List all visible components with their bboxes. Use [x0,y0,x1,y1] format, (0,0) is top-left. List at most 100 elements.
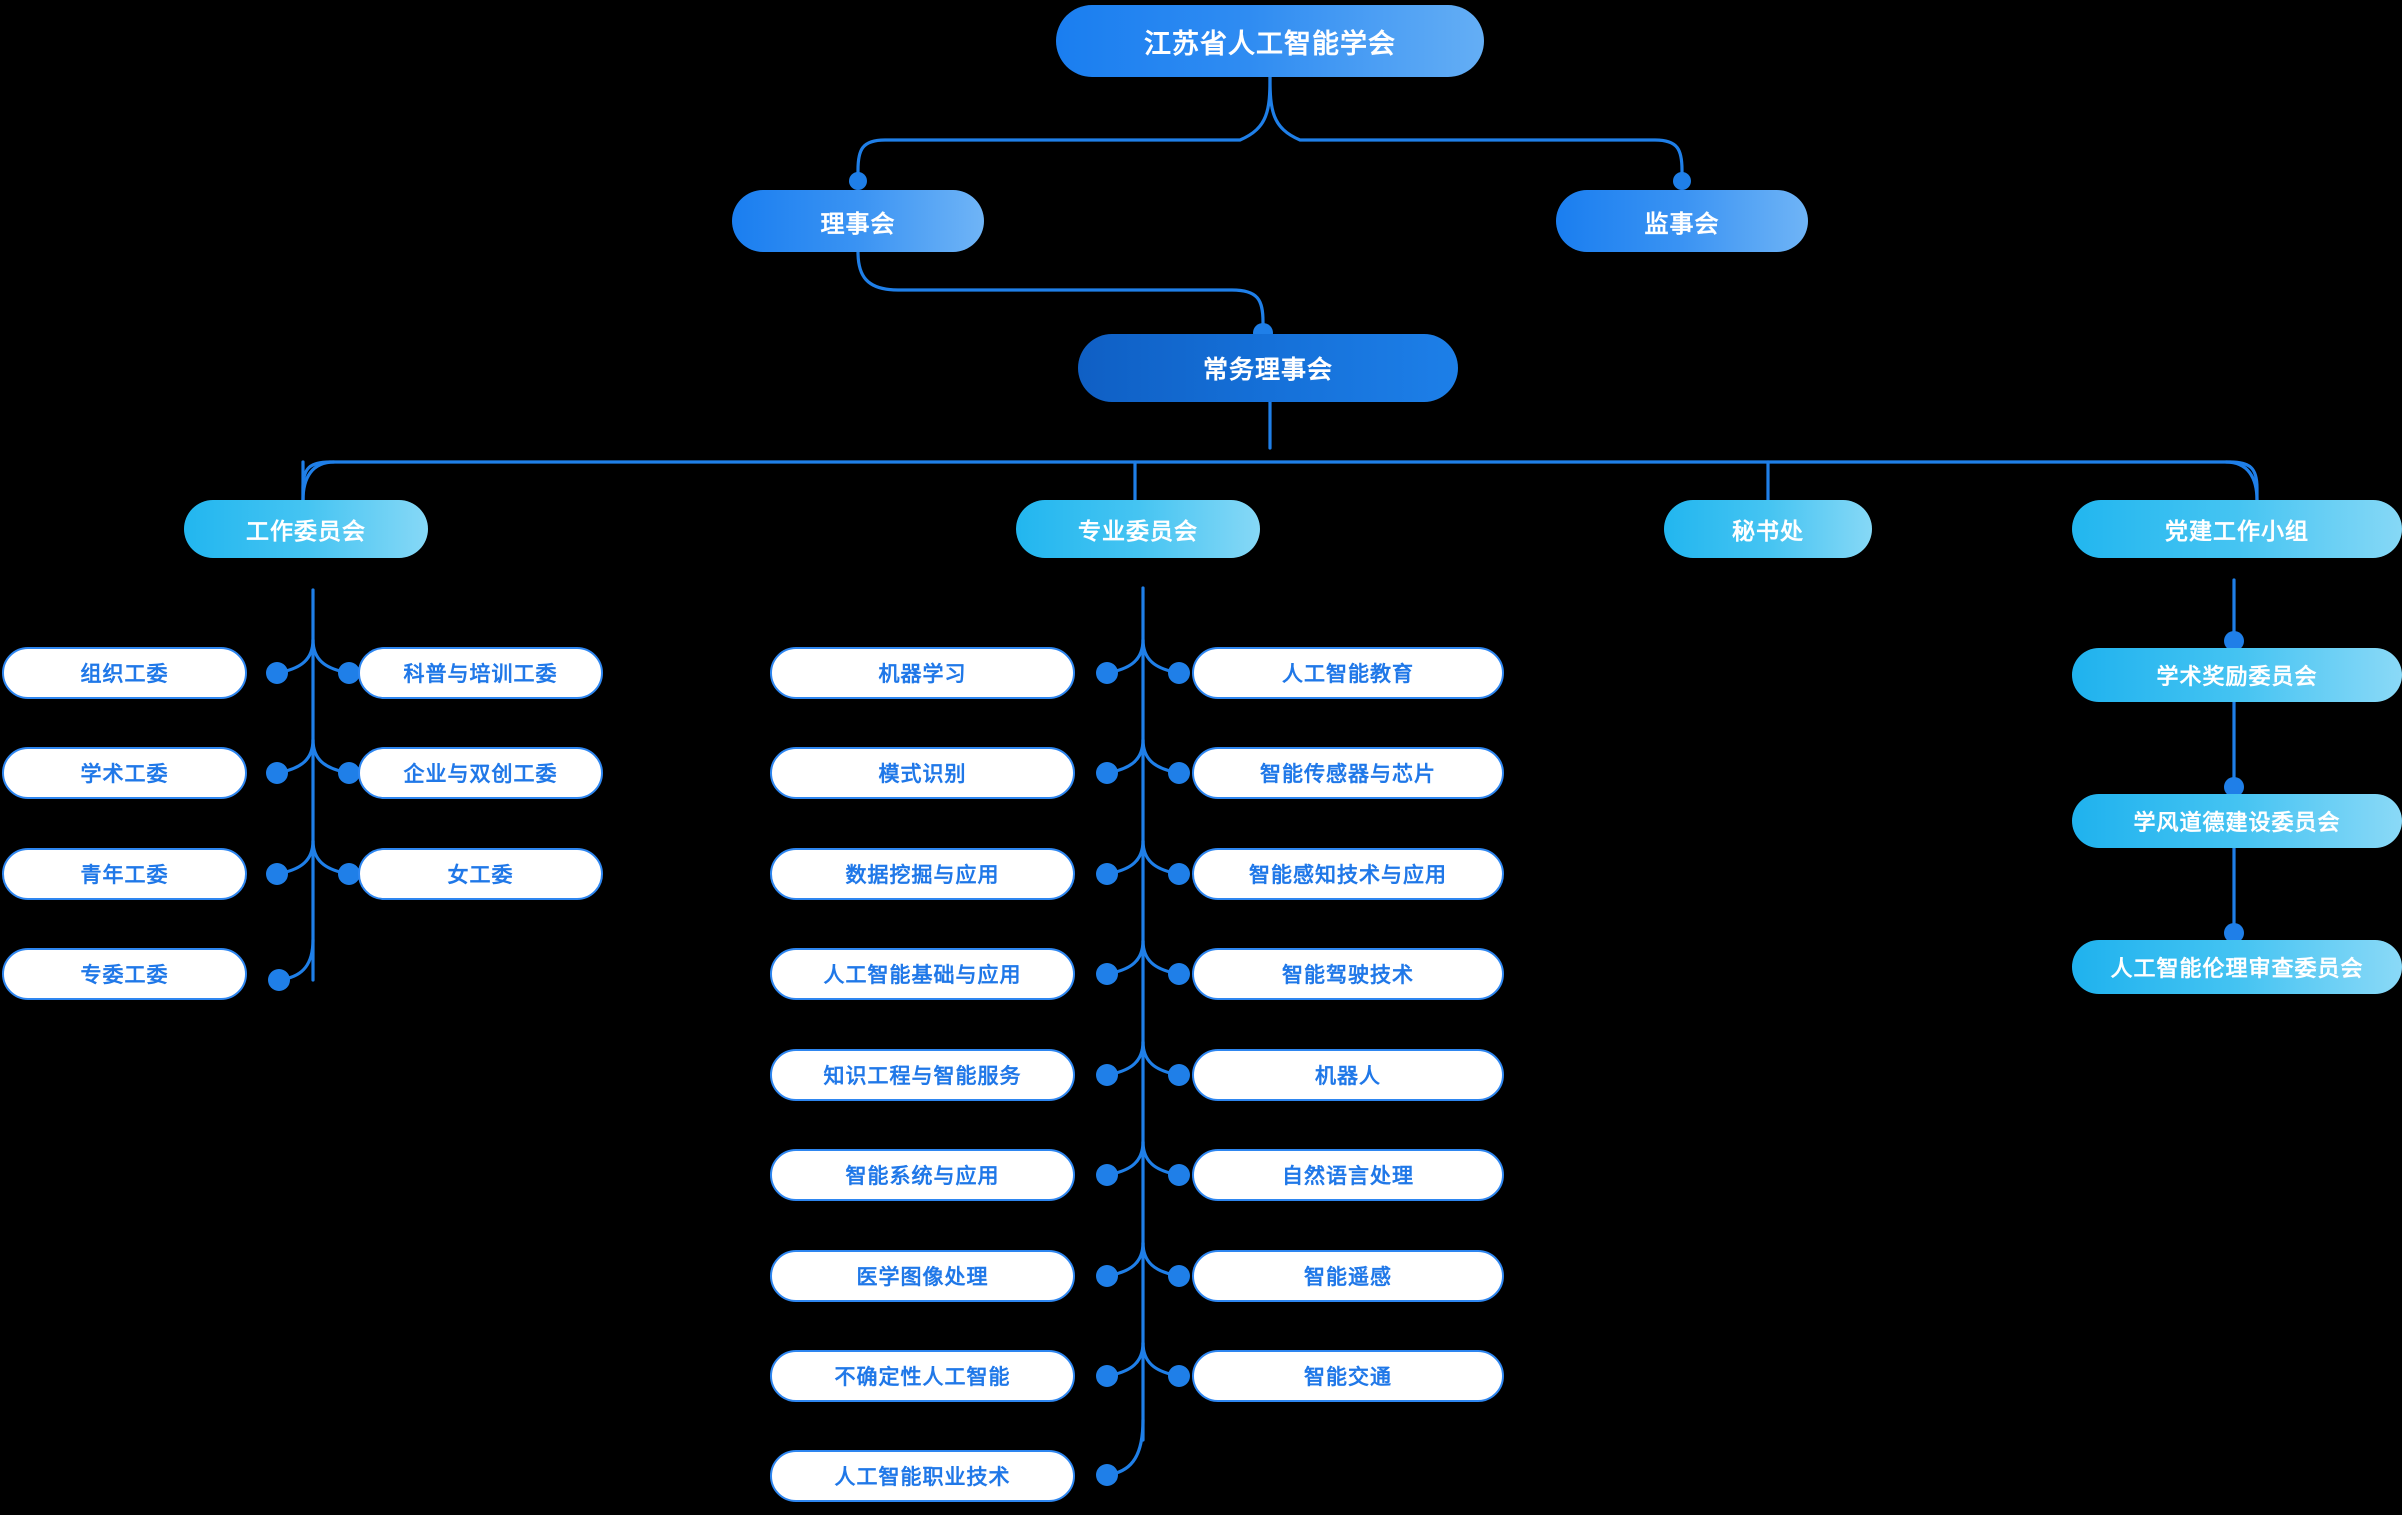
wire-prof-b5r [1141,1040,1176,1076]
node-work-left-1[interactable]: 组织工委 [2,647,247,699]
node-party-child-2[interactable]: 学风道德建设委员会 [2072,794,2402,848]
dot-work-2l [266,762,288,784]
node-prof-right-5[interactable]: 机器人 [1192,1049,1504,1101]
node-root[interactable]: 江苏省人工智能学会 [1056,5,1484,77]
wire-root-split-right [1268,75,1684,182]
node-prof-left-2[interactable]: 模式识别 [770,747,1075,799]
node-board-of-directors[interactable]: 理事会 [732,190,984,252]
node-work-right-2-label: 企业与双创工委 [403,763,558,786]
node-party-child-2-label: 学风道德建设委员会 [2133,810,2341,835]
node-prof-right-3[interactable]: 智能感知技术与应用 [1192,848,1504,900]
node-prof-right-4[interactable]: 智能驾驶技术 [1192,948,1504,1000]
wire-prof-b7 [1110,1241,1145,1277]
wire-root-split [856,75,1272,182]
node-work-committee[interactable]: 工作委员会 [184,500,428,558]
dot-prof-6r [1168,1164,1190,1186]
node-prof-right-2[interactable]: 智能传感器与芯片 [1192,747,1504,799]
node-board-of-supervisors[interactable]: 监事会 [1556,190,1808,252]
node-prof-left-1[interactable]: 机器学习 [770,647,1075,699]
node-professional-committee[interactable]: 专业委员会 [1016,500,1260,558]
wire-board-standing [856,250,1265,334]
node-prof-left-6[interactable]: 智能系统与应用 [770,1149,1075,1201]
node-prof-left-1-label: 机器学习 [878,663,967,686]
node-prof-right-2-label: 智能传感器与芯片 [1260,763,1436,786]
node-party-building-group-label: 党建工作小组 [2165,518,2309,544]
node-prof-left-6-label: 智能系统与应用 [845,1165,1000,1188]
node-prof-left-5[interactable]: 知识工程与智能服务 [770,1049,1075,1101]
dot-prof-3l [1096,863,1118,885]
wire-prof-b1r [1141,638,1176,674]
node-work-right-3-label: 女工委 [447,864,514,887]
node-prof-left-8[interactable]: 不确定性人工智能 [770,1350,1075,1402]
node-prof-right-8[interactable]: 智能交通 [1192,1350,1504,1402]
wire-work-branch-4 [282,938,315,981]
node-prof-right-6[interactable]: 自然语言处理 [1192,1149,1504,1201]
dot-prof-1l [1096,662,1118,684]
node-work-left-2[interactable]: 学术工委 [2,747,247,799]
wire-prof-b4 [1110,939,1145,975]
node-work-right-3[interactable]: 女工委 [358,848,603,900]
wire-prof-b6 [1110,1140,1145,1176]
dot-prof-2r [1168,762,1190,784]
wire-prof-b2r [1141,738,1176,774]
node-work-left-4-label: 专委工委 [80,964,169,987]
node-prof-left-2-label: 模式识别 [878,763,967,786]
node-work-committee-label: 工作委员会 [246,518,366,544]
node-prof-left-4[interactable]: 人工智能基础与应用 [770,948,1075,1000]
node-board-of-supervisors-label: 监事会 [1644,210,1720,238]
dot-work-3r [338,863,360,885]
dot-prof-8r [1168,1365,1190,1387]
wire-work-branch-2 [280,738,315,774]
node-prof-right-7-label: 智能遥感 [1304,1266,1392,1289]
node-prof-right-7[interactable]: 智能遥感 [1192,1250,1504,1302]
node-prof-right-8-label: 智能交通 [1304,1366,1392,1389]
node-prof-left-3[interactable]: 数据挖掘与应用 [770,848,1075,900]
node-prof-left-7[interactable]: 医学图像处理 [770,1250,1075,1302]
node-prof-right-6-label: 自然语言处理 [1282,1165,1414,1188]
node-standing-council-label: 常务理事会 [1202,356,1333,384]
wire-work-branch-3r [311,839,346,875]
node-prof-right-4-label: 智能驾驶技术 [1282,964,1414,987]
node-work-left-3[interactable]: 青年工委 [2,848,247,900]
node-work-left-4[interactable]: 专委工委 [2,948,247,1000]
dot-prof-7r [1168,1265,1190,1287]
wire-prof-b8 [1110,1341,1145,1377]
node-prof-left-8-label: 不确定性人工智能 [834,1366,1011,1389]
node-party-building-group[interactable]: 党建工作小组 [2072,500,2402,558]
dot-prof-8l [1096,1365,1118,1387]
wire-work-branch-1r [311,638,346,674]
dot-prof-9l [1096,1464,1118,1486]
node-party-child-1-label: 学术奖励委员会 [2156,664,2318,689]
node-prof-left-9[interactable]: 人工智能职业技术 [770,1450,1075,1502]
node-prof-right-1-label: 人工智能教育 [1282,663,1414,686]
node-prof-right-1[interactable]: 人工智能教育 [1192,647,1504,699]
node-prof-left-4-label: 人工智能基础与应用 [823,964,1022,987]
wire-prof-b8r [1141,1341,1176,1377]
dot-prof-3r [1168,863,1190,885]
wire-prof-b5 [1110,1040,1145,1076]
node-prof-right-5-label: 机器人 [1315,1065,1381,1088]
dot-work-3l [266,863,288,885]
node-secretariat[interactable]: 秘书处 [1664,500,1872,558]
dot-prof-2l [1096,762,1118,784]
dot-supervisor [1673,172,1691,190]
node-work-right-2[interactable]: 企业与双创工委 [358,747,603,799]
node-party-child-3[interactable]: 人工智能伦理审查委员会 [2072,940,2402,994]
wire-work-branch-2r [311,738,346,774]
wire-prof-b4r [1141,939,1176,975]
node-party-child-1[interactable]: 学术奖励委员会 [2072,648,2402,702]
node-work-right-1[interactable]: 科普与培训工委 [358,647,603,699]
node-board-of-directors-label: 理事会 [820,210,896,238]
node-prof-left-7-label: 医学图像处理 [856,1266,989,1289]
wire-prof-b7r [1141,1241,1176,1277]
node-standing-council[interactable]: 常务理事会 [1078,334,1458,402]
wire-prof-b9 [1110,1418,1145,1476]
node-prof-left-5-label: 知识工程与智能服务 [823,1065,1022,1088]
dot-prof-5l [1096,1064,1118,1086]
node-prof-left-3-label: 数据挖掘与应用 [845,864,1000,887]
node-prof-left-9-label: 人工智能职业技术 [834,1466,1011,1489]
node-work-right-1-label: 科普与培训工委 [403,663,558,686]
wire-prof-b6r [1141,1140,1176,1176]
node-work-left-3-label: 青年工委 [80,864,169,887]
